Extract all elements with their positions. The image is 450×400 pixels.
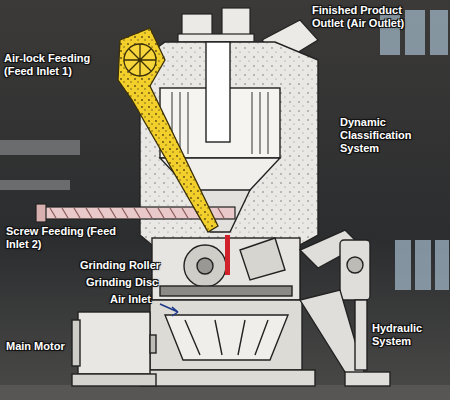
- part-label: Grinding Disc: [86, 276, 196, 289]
- main-motor: [72, 312, 156, 386]
- part-label: Main Motor: [6, 340, 86, 353]
- part-label: Finished Product Outlet (Air Outlet): [312, 4, 432, 30]
- part-label: Hydraulic System: [372, 322, 446, 348]
- factory-windows: [380, 10, 449, 290]
- airlock-feeder: [118, 28, 218, 232]
- mill-base: [140, 300, 315, 386]
- grinding-section: [152, 235, 300, 300]
- air-inlet-arrow: [160, 304, 178, 316]
- pipes: [0, 140, 80, 190]
- part-label: Air-lock Feeding (Feed Inlet 1): [4, 52, 122, 78]
- floor: [0, 385, 450, 400]
- part-label: Screw Feeding (Feed Inlet 2): [6, 225, 124, 251]
- part-label: Air Inlet: [110, 293, 190, 306]
- part-label: Dynamic Classification System: [340, 116, 444, 155]
- mill-body: [140, 42, 318, 300]
- part-label: Grinding Roller: [80, 259, 190, 272]
- hydraulic-system: [300, 230, 390, 386]
